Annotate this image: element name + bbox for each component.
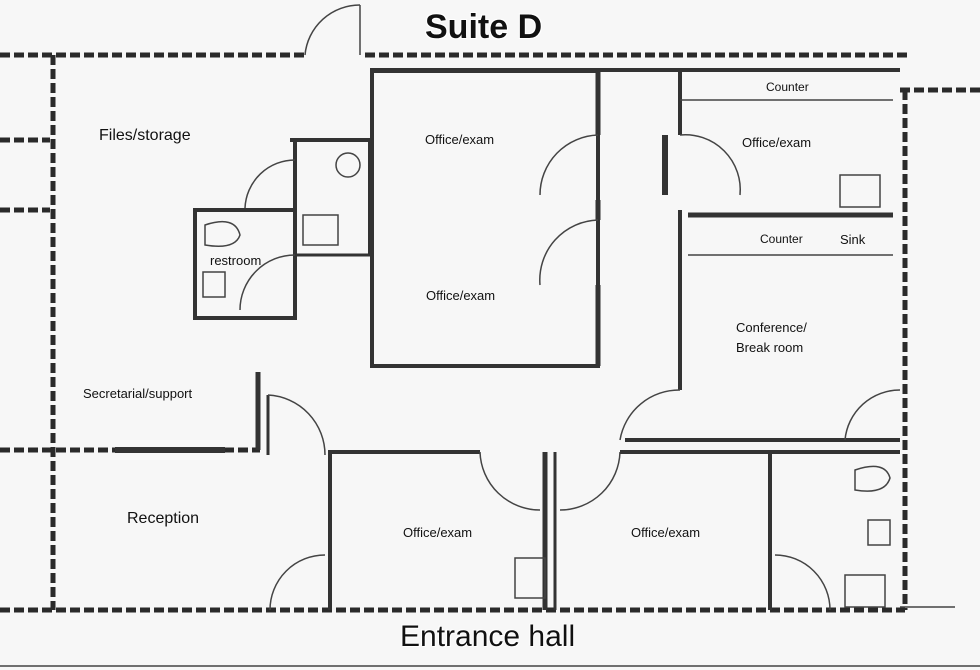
bottom-office-walls: [269, 450, 900, 611]
room-office-exam-1: Office/exam: [425, 132, 495, 147]
counter-mid-label: Counter: [760, 232, 803, 246]
restroom-walls: [193, 138, 372, 320]
room-reception: Reception: [127, 510, 200, 527]
room-restroom: restroom: [210, 253, 262, 268]
counter-top-label: Counter: [766, 80, 809, 94]
sink-label: Sink: [840, 232, 866, 247]
room-office-exam-3: Office/exam: [742, 135, 812, 150]
outer-walls: [0, 52, 980, 613]
room-files-storage: Files/storage: [99, 127, 191, 144]
entrance-hall-label: Entrance hall: [400, 620, 576, 653]
room-office-exam-4: Office/exam: [403, 525, 473, 540]
right-walls: [598, 68, 901, 442]
room-office-exam-5: Office/exam: [631, 525, 701, 540]
room-break-room: Break room: [736, 340, 804, 355]
suite-title: Suite D: [425, 8, 543, 46]
room-office-exam-2: Office/exam: [426, 288, 496, 303]
room-secretarial-support: Secretarial/support: [83, 386, 193, 401]
room-conference: Conference/: [736, 320, 807, 335]
